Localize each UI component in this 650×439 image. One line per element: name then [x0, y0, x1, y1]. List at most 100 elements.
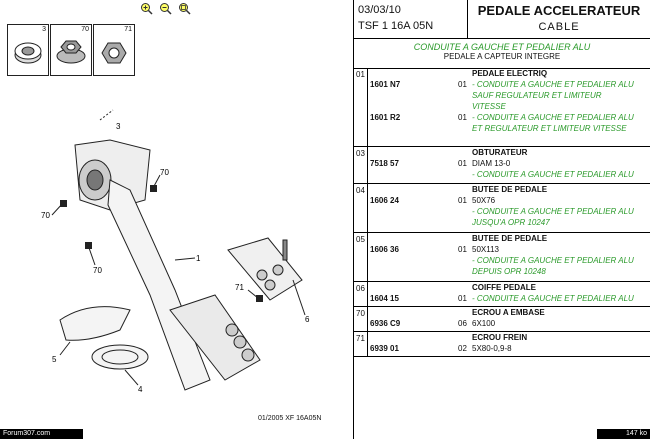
part-name: BUTEE DE PEDALE [472, 234, 548, 243]
part-quantity: 01 [458, 159, 467, 168]
part-quantity: 01 [458, 80, 467, 89]
part-description: DEPUIS OPR 10248 [472, 267, 546, 276]
part-line: 1601 R2 01 - CONDUITE A GAUCHE ET PEDALIER… [354, 112, 650, 123]
site-label: Forum307.com [0, 429, 83, 439]
part-line: JUSQU'A OPR 10247 [354, 217, 650, 228]
part-line: 6936 C9 06 6X100 [354, 318, 650, 329]
part-quantity: 01 [458, 113, 467, 122]
part-reference[interactable]: 1606 36 [370, 245, 399, 254]
column-divider [367, 233, 368, 281]
part-description: 50X76 [472, 196, 496, 205]
part-description: SAUF REGULATEUR ET LIMITEUR [472, 91, 602, 100]
parts-list-panel: 03/03/10 TSF 1 16A 05N PEDALE ACCELERATE… [354, 0, 650, 439]
part-quantity: 06 [458, 319, 467, 328]
part-line: VITESSE [354, 101, 650, 112]
callout-70: 70 [93, 266, 102, 275]
part-line: BUTEE DE PEDALE [354, 233, 650, 244]
part-description: ET REGULATEUR ET LIMITEUR VITESSE [472, 124, 627, 133]
part-reference[interactable]: 1601 N7 [370, 80, 401, 89]
column-divider [367, 147, 368, 183]
part-line: PEDALE ELECTRIQ [354, 68, 650, 79]
part-reference[interactable]: 7518 57 [370, 159, 399, 168]
part-line: ECROU FREIN [354, 332, 650, 343]
header-date: 03/03/10 [358, 4, 401, 16]
part-name: BUTEE DE PEDALE [472, 185, 548, 194]
part-item-number: 04 [356, 186, 365, 195]
variant-green: CONDUITE A GAUCHE ET PEDALIER ALU [413, 42, 591, 52]
part-line: ET REGULATEUR ET LIMITEUR VITESSE [354, 123, 650, 134]
thumb-part-71[interactable]: 71 [93, 24, 135, 76]
zoom-toolbar [140, 2, 191, 16]
part-reference[interactable]: 1606 24 [370, 196, 399, 205]
part-item-number: 71 [356, 334, 365, 343]
callout-70: 70 [160, 168, 169, 177]
part-description: - CONDUITE A GAUCHE ET PEDALIER ALU [472, 80, 634, 89]
part-description: - CONDUITE A GAUCHE ET PEDALIER ALU [472, 170, 634, 179]
plug-icon [14, 42, 42, 64]
part-reference[interactable]: 1601 R2 [370, 113, 401, 122]
column-divider [367, 184, 368, 232]
thumb-number: 71 [124, 26, 132, 33]
part-group[interactable]: 01 PEDALE ELECTRIQ 1601 N7 01 - CONDUITE A G… [354, 68, 650, 147]
part-description: 6X100 [472, 319, 496, 328]
callout-1: 1 [196, 254, 201, 263]
column-divider [367, 307, 368, 331]
page-title: PEDALE ACCELERATEUR [477, 3, 641, 18]
callout-71: 71 [235, 283, 244, 292]
part-reference[interactable]: 6936 C9 [370, 319, 401, 328]
thumb-number: 3 [42, 26, 46, 33]
part-item-number: 03 [356, 149, 365, 158]
part-description: 5X80-0,9-8 [472, 344, 512, 353]
part-item-number: 06 [356, 284, 365, 293]
zoom-fit-icon[interactable] [178, 2, 191, 15]
part-line: DEPUIS OPR 10248 [354, 266, 650, 277]
part-quantity: 01 [458, 196, 467, 205]
part-line: ECROU A EMBASE [354, 307, 650, 318]
thumb-part-3[interactable]: 3 [7, 24, 49, 76]
part-description: DIAM 13-0 [472, 159, 511, 168]
parts-header: 03/03/10 TSF 1 16A 05N PEDALE ACCELERATE… [354, 0, 650, 39]
part-group[interactable]: 04 BUTEE DE PEDALE 1606 24 01 50X76 - CONDUIT… [354, 184, 650, 233]
lock-nut-icon [101, 42, 127, 64]
part-line: - CONDUITE A GAUCHE ET PEDALIER ALU [354, 255, 650, 266]
part-line: 1601 N7 01 - CONDUITE A GAUCHE ET PEDALIER… [354, 79, 650, 90]
part-group[interactable]: 70 ECROU A EMBASE 6936 C9 06 6X100 [354, 307, 650, 332]
part-description: - CONDUITE A GAUCHE ET PEDALIER ALU [472, 113, 634, 122]
part-line: COIFFE PEDALE [354, 282, 650, 293]
part-item-number: 05 [356, 235, 365, 244]
callout-5: 5 [52, 355, 57, 364]
part-line: SAUF REGULATEUR ET LIMITEUR [354, 90, 650, 101]
column-divider [367, 68, 368, 146]
part-item-number: 70 [356, 309, 365, 318]
part-line: OBTURATEUR [354, 147, 650, 158]
part-line: - CONDUITE A GAUCHE ET PEDALIER ALU [354, 206, 650, 217]
variant-header: CONDUITE A GAUCHE ET PEDALIER ALU PEDALE… [354, 40, 650, 69]
part-quantity: 01 [458, 245, 467, 254]
part-reference[interactable]: 6939 01 [370, 344, 399, 353]
page-subtitle: CABLE [538, 21, 580, 33]
thumb-part-70[interactable]: 70 [50, 24, 92, 76]
part-item-number: 01 [356, 70, 365, 79]
part-line: 1606 24 01 50X76 [354, 195, 650, 206]
part-reference[interactable]: 1604 15 [370, 294, 399, 303]
part-description: - CONDUITE A GAUCHE ET PEDALIER ALU [472, 294, 634, 303]
callout-70: 70 [41, 211, 50, 220]
header-code: TSF 1 16A 05N [358, 20, 434, 32]
callout-4: 4 [138, 385, 143, 394]
thumb-number: 70 [81, 26, 89, 33]
part-description: JUSQU'A OPR 10247 [472, 218, 550, 227]
part-name: ECROU A EMBASE [472, 308, 545, 317]
part-description: - CONDUITE A GAUCHE ET PEDALIER ALU [472, 207, 634, 216]
zoom-out-icon[interactable] [159, 2, 172, 15]
zoom-in-icon[interactable] [140, 2, 153, 15]
part-line: BUTEE DE PEDALE [354, 184, 650, 195]
variant-black: PEDALE A CAPTEUR INTEGRE [443, 52, 561, 61]
column-divider [367, 282, 368, 306]
part-name: PEDALE ELECTRIQ [472, 69, 548, 78]
